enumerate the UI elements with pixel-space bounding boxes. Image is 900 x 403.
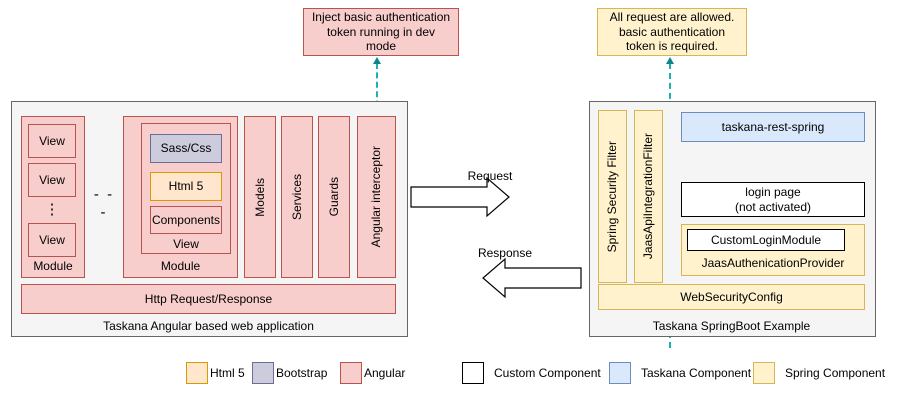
- client-modules-ellipsis: - - -: [88, 186, 120, 221]
- client-module-a-label-wrap: Module: [21, 259, 85, 273]
- server-spring-security-filter-label: Spring Security Filter: [605, 140, 620, 253]
- legend-label-angular: Angular: [364, 366, 406, 380]
- callout-right-line-3: token is required.: [625, 39, 719, 54]
- server-taskana-rest-spring: taskana-rest-spring: [681, 112, 865, 142]
- client-module-b-sass-css-label: Sass/Css: [160, 141, 212, 156]
- legend-swatch-html5: [186, 362, 208, 384]
- server-login-page-line-2: (not activated): [734, 199, 812, 214]
- client-column-angular-interceptor: Angular interceptor: [357, 116, 396, 278]
- legend-swatch-spring-component: [753, 362, 775, 384]
- client-module-b-view-label-wrap: View: [141, 237, 231, 251]
- legend-swatch-custom-component: [462, 362, 484, 384]
- server-taskana-rest-spring-label: taskana-rest-spring: [721, 119, 825, 134]
- connector-left-dashed-line: [376, 63, 378, 116]
- client-module-a-view-3: View: [28, 223, 76, 257]
- client-http-request-response-label: Http Request/Response: [144, 291, 273, 306]
- server-panel-caption-wrap: Taskana SpringBoot Example: [589, 319, 874, 333]
- client-module-b-html5: Html 5: [150, 172, 222, 201]
- server-web-security-config: WebSecurityConfig: [598, 284, 865, 310]
- client-module-b-label: Module: [160, 259, 201, 273]
- client-column-services: Services: [281, 116, 313, 278]
- server-custom-login-module: CustomLoginModule: [687, 229, 845, 251]
- connector-left-arrowhead-icon: [373, 57, 381, 64]
- client-modules-ellipsis-glyph: - - -: [93, 186, 115, 221]
- response-arrow-label-wrap: Response: [445, 245, 565, 261]
- server-login-page: login page (not activated): [681, 182, 865, 217]
- server-jaas-authentication-provider-label-wrap: JaasAuthenicationProvider: [681, 256, 865, 270]
- legend-swatch-angular: [340, 362, 362, 384]
- client-module-a-view-1: View: [28, 124, 76, 158]
- server-web-security-config-label: WebSecurityConfig: [680, 289, 783, 304]
- client-column-guards-label: Guards: [326, 177, 341, 217]
- client-column-models: Models: [244, 116, 276, 278]
- client-module-a-view-3-label: View: [39, 232, 65, 247]
- client-panel-caption-wrap: Taskana Angular based web application: [11, 319, 406, 333]
- client-http-request-response-bar: Http Request/Response: [21, 284, 396, 314]
- client-column-angular-interceptor-label: Angular interceptor: [369, 146, 384, 248]
- request-arrow-label: Request: [467, 168, 513, 183]
- server-panel-caption: Taskana SpringBoot Example: [652, 319, 811, 333]
- client-column-services-label: Services: [289, 173, 304, 220]
- client-panel-caption: Taskana Angular based web application: [103, 319, 314, 333]
- server-custom-login-module-label: CustomLoginModule: [710, 232, 822, 247]
- legend-label-bootstrap: Bootstrap: [276, 366, 328, 380]
- client-column-guards: Guards: [318, 116, 350, 278]
- callout-left-line-2: token running in dev: [326, 24, 436, 39]
- server-login-page-line-1: login page: [745, 185, 801, 200]
- legend-label-spring-component: Spring Component: [785, 366, 886, 380]
- request-arrow-label-wrap: Request: [430, 168, 550, 184]
- legend-swatch-bootstrap: [252, 362, 274, 384]
- client-module-b-components-label: Components: [151, 212, 221, 227]
- legend-label-custom-component: Custom Component: [494, 366, 601, 380]
- client-module-a-view-2-label: View: [39, 172, 65, 187]
- server-spring-security-filter: Spring Security Filter: [598, 110, 627, 283]
- callout-right-line-1: All request are allowed.: [609, 10, 735, 25]
- response-arrow-label: Response: [477, 245, 533, 260]
- client-module-b-sass-css: Sass/Css: [150, 134, 222, 163]
- callout-right-line-2: basic authentication: [618, 24, 726, 39]
- callout-left-line-1: Inject basic authentication: [311, 10, 451, 25]
- client-module-a-view-2: View: [28, 163, 76, 197]
- connector-right-arrowhead-icon: [666, 57, 674, 64]
- server-jaas-authentication-provider-label: JaasAuthenicationProvider: [701, 256, 845, 270]
- server-jaas-api-integration-filter-label: JaasApiIntegrationFilter: [641, 133, 656, 260]
- client-column-models-label: Models: [252, 177, 267, 217]
- client-module-b-html5-label: Html 5: [168, 179, 204, 194]
- client-module-a-view-1-label: View: [39, 133, 65, 148]
- callout-right-basic-auth: All request are allowed. basic authentic…: [597, 8, 747, 56]
- client-module-a-label: Module: [33, 259, 73, 273]
- callout-left-dev-token: Inject basic authentication token runnin…: [303, 8, 459, 56]
- client-module-a-ellipsis-glyph: ⋮: [44, 201, 60, 218]
- client-module-b-label-wrap: Module: [123, 259, 238, 273]
- client-module-a-ellipsis: ⋮: [28, 199, 76, 221]
- client-module-b-components: Components: [150, 206, 222, 234]
- legend-label-taskana-component: Taskana Component: [641, 366, 752, 380]
- legend-swatch-taskana-component: [609, 362, 631, 384]
- response-arrow-shape: [482, 257, 582, 299]
- callout-left-line-3: mode: [365, 39, 397, 54]
- server-jaas-api-integration-filter: JaasApiIntegrationFilter: [634, 110, 663, 283]
- legend-label-html5: Html 5: [210, 366, 245, 380]
- client-module-b-view-label: View: [173, 237, 199, 251]
